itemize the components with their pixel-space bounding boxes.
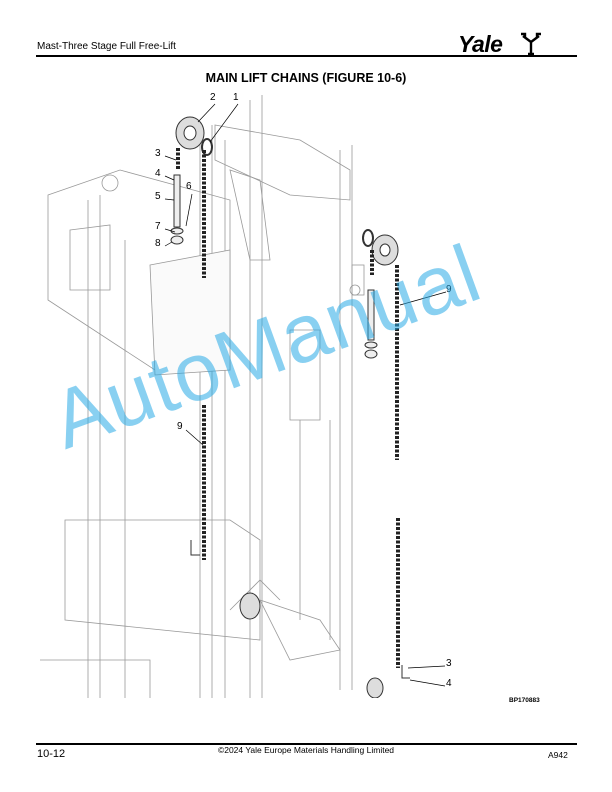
callout-8: 8 (155, 238, 161, 249)
section-title: Mast-Three Stage Full Free-Lift (37, 41, 176, 52)
document-code: A942 (548, 750, 568, 760)
page-number: 10-12 (37, 748, 66, 760)
callout-9-left: 9 (177, 421, 183, 432)
header-rule (36, 55, 577, 57)
callout-4: 4 (155, 168, 161, 179)
yale-logo-mark-icon (521, 32, 541, 56)
callout-3: 3 (155, 148, 161, 159)
callout-2: 2 (210, 92, 216, 103)
callout-9-right: 9 (446, 284, 452, 295)
callout-1: 1 (233, 92, 239, 103)
copyright: ©2024 Yale Europe Materials Handling Lim… (217, 745, 395, 755)
callout-6: 6 (186, 181, 192, 192)
callout-3-bottom: 3 (446, 658, 452, 669)
mast-illustration (40, 95, 447, 698)
figure-code: BP170883 (509, 697, 540, 704)
callout-4-bottom: 4 (446, 678, 452, 689)
footer-rule (36, 743, 577, 745)
callout-7: 7 (155, 221, 161, 232)
figure-title: MAIN LIFT CHAINS (FIGURE 10-6) (205, 71, 407, 85)
yale-logo: Yale (458, 31, 503, 57)
callout-5: 5 (155, 191, 161, 202)
